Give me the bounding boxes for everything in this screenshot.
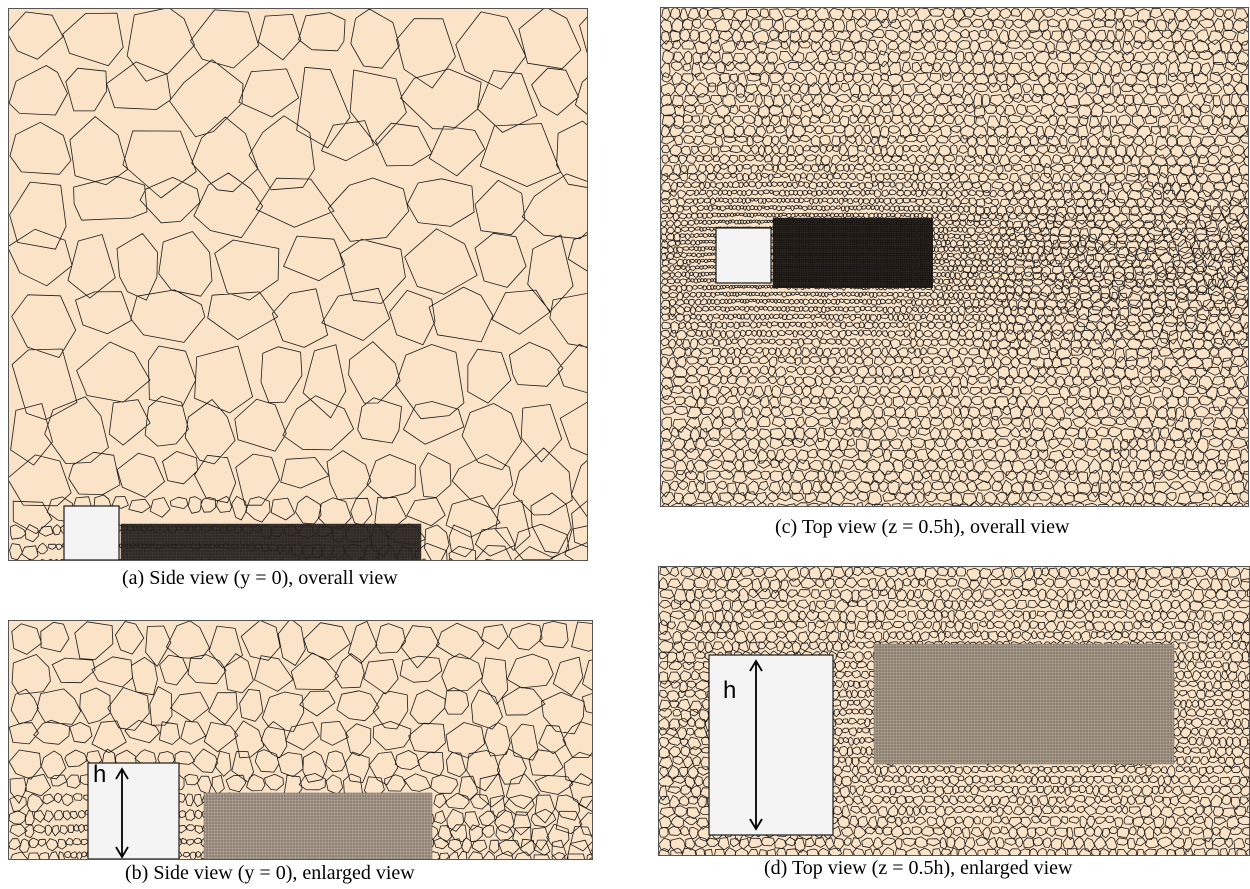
height-label: h [93, 761, 107, 788]
top-view-enlarged-mesh [659, 567, 1249, 855]
caption-side-view-overall: (a) Side view (y = 0), overall view [122, 567, 398, 589]
side-view-enlarged-mesh-panel: h [8, 620, 593, 860]
top-view-overall-mesh [661, 8, 1248, 506]
height-label: h [723, 677, 737, 704]
caption-top-view-overall: (c) Top view (z = 0.5h), overall view [775, 516, 1070, 538]
top-view-enlarged-mesh-panel: h [658, 566, 1250, 856]
side-view-overall-mesh [9, 9, 587, 560]
side-view-overall-mesh-panel [8, 8, 588, 561]
caption-side-view-enlarged: (b) Side view (y = 0), enlarged view [125, 862, 415, 884]
top-view-overall-mesh-panel [660, 7, 1249, 507]
caption-top-view-enlarged: (d) Top view (z = 0.5h), enlarged view [764, 857, 1073, 879]
side-view-enlarged-mesh [9, 621, 592, 859]
